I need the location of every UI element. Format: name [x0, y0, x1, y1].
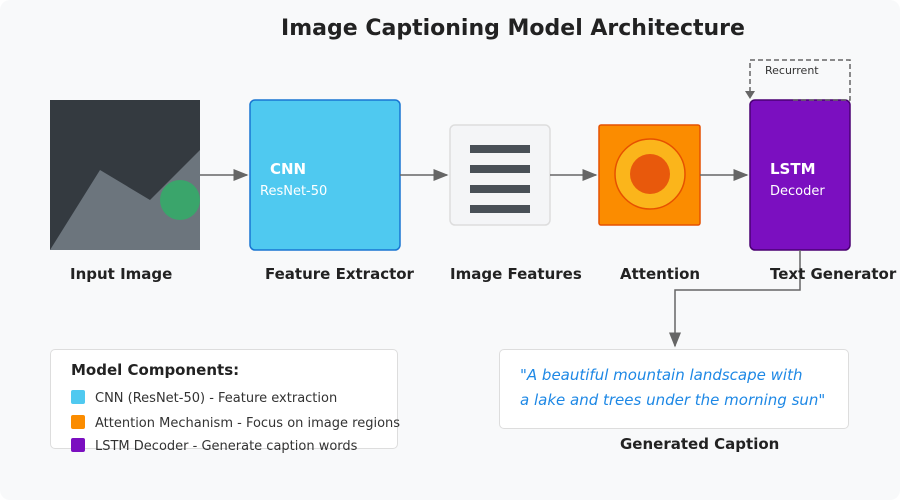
arrow-lstm-to-caption [669, 250, 801, 348]
legend-item-attention: Attention Mechanism - Focus on image reg… [71, 415, 400, 431]
generated-caption-box: "A beautiful mountain landscape with a l… [499, 349, 849, 429]
cnn-box-text: CNN ResNet-50 [260, 160, 327, 199]
legend-item-attention-text: Attention Mechanism - Focus on image reg… [95, 416, 401, 431]
recurrent-arrowhead [745, 91, 755, 99]
diagram-title: Image Captioning Model Architecture [281, 16, 745, 41]
feature-extractor-label: Feature Extractor [265, 265, 414, 283]
text-generator-label: Text Generator [770, 265, 897, 283]
attention-label: Attention [620, 265, 701, 283]
lstm-subtitle: Decoder [770, 184, 825, 199]
legend-swatch-cnn [71, 390, 85, 404]
attention-icon [598, 124, 701, 226]
legend-swatch-lstm [71, 438, 85, 452]
cnn-title: CNN [270, 160, 307, 178]
image-features-label: Image Features [450, 265, 582, 283]
features-icon [449, 124, 551, 226]
legend-item-cnn: CNN (ResNet-50) - Feature extraction [71, 390, 337, 406]
legend-item-cnn-text: CNN (ResNet-50) - Feature extraction [95, 391, 338, 406]
lstm-box-text: LSTM Decoder [770, 160, 825, 199]
recurrent-loop [749, 59, 851, 101]
model-components-legend: Model Components: CNN (ResNet-50) - Feat… [50, 349, 400, 454]
legend-item-lstm-text: LSTM Decoder - Generate caption words [95, 439, 358, 454]
cnn-subtitle: ResNet-50 [260, 184, 328, 199]
legend-item-lstm: LSTM Decoder - Generate caption words [71, 438, 357, 454]
caption-line-1: "A beautiful mountain landscape with [520, 366, 803, 384]
input-image-icon [50, 100, 200, 250]
lstm-title: LSTM [770, 160, 816, 178]
legend-title: Model Components: [71, 361, 240, 379]
input-image-label: Input Image [70, 265, 173, 283]
recurrent-label: Recurrent [765, 64, 819, 77]
legend-swatch-attention [71, 415, 85, 429]
caption-line-2: a lake and trees under the morning sun" [520, 391, 826, 409]
generated-caption-label: Generated Caption [620, 435, 780, 453]
